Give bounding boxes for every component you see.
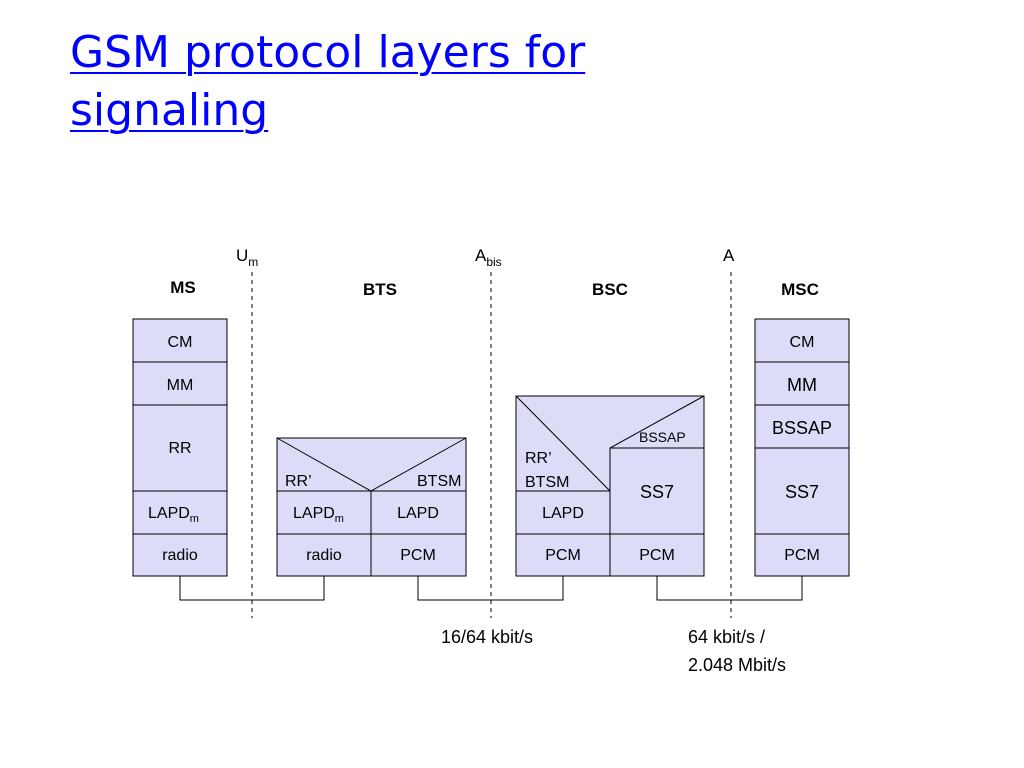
um-interface-label: Um (236, 246, 258, 269)
ms-lapdm-label: LAPDm (148, 505, 199, 525)
bsc-stack: RR’ BTSM BSSAP SS7 LAPD PCM PCM (515, 395, 705, 577)
abis-interface-label: Abis (475, 246, 502, 269)
bts-stack: RR’ BTSM LAPDm LAPD radio PCM (276, 437, 467, 577)
bts-pcm-layer (370, 533, 467, 577)
ms-mm-label: MM (167, 377, 194, 394)
bts-upper-layer (276, 437, 467, 492)
bsc-lapd-layer (515, 490, 611, 535)
bsc-pcm-right-layer (609, 533, 705, 577)
bts-lapd-layer (370, 490, 467, 535)
slide-title: GSM protocol layers for signaling (70, 24, 585, 140)
node-label-msc: MSC (781, 280, 819, 299)
msc-ss7-layer (754, 447, 850, 535)
node-label-bts: BTS (363, 280, 397, 299)
bts-lapd-label: LAPD (397, 505, 439, 522)
a-rate-label-line1: 64 kbit/s / (688, 627, 765, 647)
msc-bssap-label: BSSAP (772, 418, 832, 438)
bts-rr-prime-label: RR’ (285, 473, 312, 490)
bsc-ss7-label: SS7 (640, 482, 674, 502)
msc-mm-label: MM (787, 375, 817, 395)
node-label-bsc: BSC (592, 280, 628, 299)
a-rate-label-line2: 2.048 Mbit/s (688, 655, 786, 675)
msc-pcm-layer (754, 533, 850, 577)
bts-pcm-label: PCM (400, 547, 436, 564)
bsc-lapd-label: LAPD (542, 505, 584, 522)
bsc-btsm-label: BTSM (525, 474, 569, 491)
bsc-ss7-layer (609, 447, 705, 535)
a-interface-label: A (723, 246, 735, 265)
ms-rr-layer (132, 404, 228, 492)
um-radio-link (179, 576, 325, 601)
bsc-bssap-label: BSSAP (639, 429, 686, 445)
ms-rr-label: RR (168, 440, 191, 457)
node-label-ms: MS (170, 278, 196, 297)
ms-radio-label: radio (162, 547, 198, 564)
bts-btsm-label: BTSM (417, 473, 461, 490)
bts-radio-layer (276, 533, 372, 577)
bsc-pcm-right-label: PCM (639, 547, 675, 564)
msc-ss7-label: SS7 (785, 482, 819, 502)
abis-rate-label: 16/64 kbit/s (441, 627, 533, 647)
ms-cm-label: CM (168, 334, 193, 351)
ms-radio-layer (132, 533, 228, 577)
msc-stack: CM MM BSSAP SS7 PCM (754, 318, 850, 577)
bsc-pcm-left-layer (515, 533, 611, 577)
title-line-2: signaling (70, 85, 269, 136)
a-pcm-link (656, 576, 803, 601)
bsc-pcm-left-label: PCM (545, 547, 581, 564)
msc-mm-layer (754, 361, 850, 406)
ms-stack: CM MM RR LAPDm radio (132, 318, 228, 577)
msc-cm-label: CM (790, 334, 815, 351)
bts-radio-label: radio (306, 547, 342, 564)
bts-lapdm-label: LAPDm (293, 505, 344, 525)
ms-cm-layer (132, 318, 228, 363)
title-line-1: GSM protocol layers for (70, 27, 586, 78)
bts-lapdm-layer (276, 490, 372, 535)
msc-pcm-label: PCM (784, 547, 820, 564)
bsc-rr-prime-label: RR’ (525, 450, 552, 467)
msc-bssap-layer (754, 404, 850, 449)
ms-lapdm-layer (132, 490, 228, 535)
abis-pcm-link (417, 576, 564, 601)
